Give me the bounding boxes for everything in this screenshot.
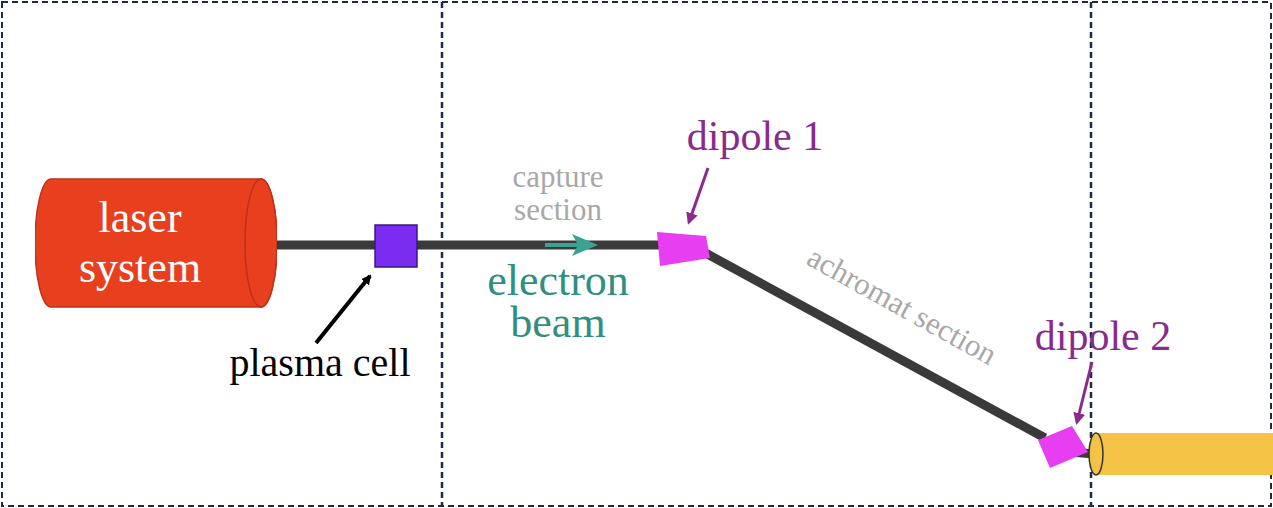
leader-arrow bbox=[316, 276, 370, 343]
part-label: dipole 2 bbox=[1008, 312, 1198, 360]
section-label: capture section bbox=[478, 160, 638, 226]
part-label: plasma cell bbox=[200, 340, 440, 386]
target-cylinder-end bbox=[1089, 433, 1103, 475]
beam-arrow bbox=[545, 243, 580, 247]
panel-divider bbox=[441, 2, 444, 506]
beam-label: electron beam bbox=[458, 260, 658, 344]
laser-cylinder: laser system bbox=[35, 178, 277, 308]
beam-pipe bbox=[270, 241, 662, 250]
node-label: laser system bbox=[55, 193, 225, 293]
panel-divider bbox=[1090, 2, 1093, 506]
dipole-magnet bbox=[657, 232, 710, 266]
plasma-cell bbox=[375, 225, 417, 267]
beam-arrow-head bbox=[572, 234, 598, 256]
leader-arrow bbox=[1077, 362, 1092, 422]
leader-arrow bbox=[689, 168, 708, 222]
target-cylinder bbox=[1094, 433, 1273, 475]
node-text-wrap: laser system bbox=[35, 178, 245, 308]
part-label: dipole 1 bbox=[660, 112, 850, 160]
dipole-magnet bbox=[1038, 426, 1088, 468]
